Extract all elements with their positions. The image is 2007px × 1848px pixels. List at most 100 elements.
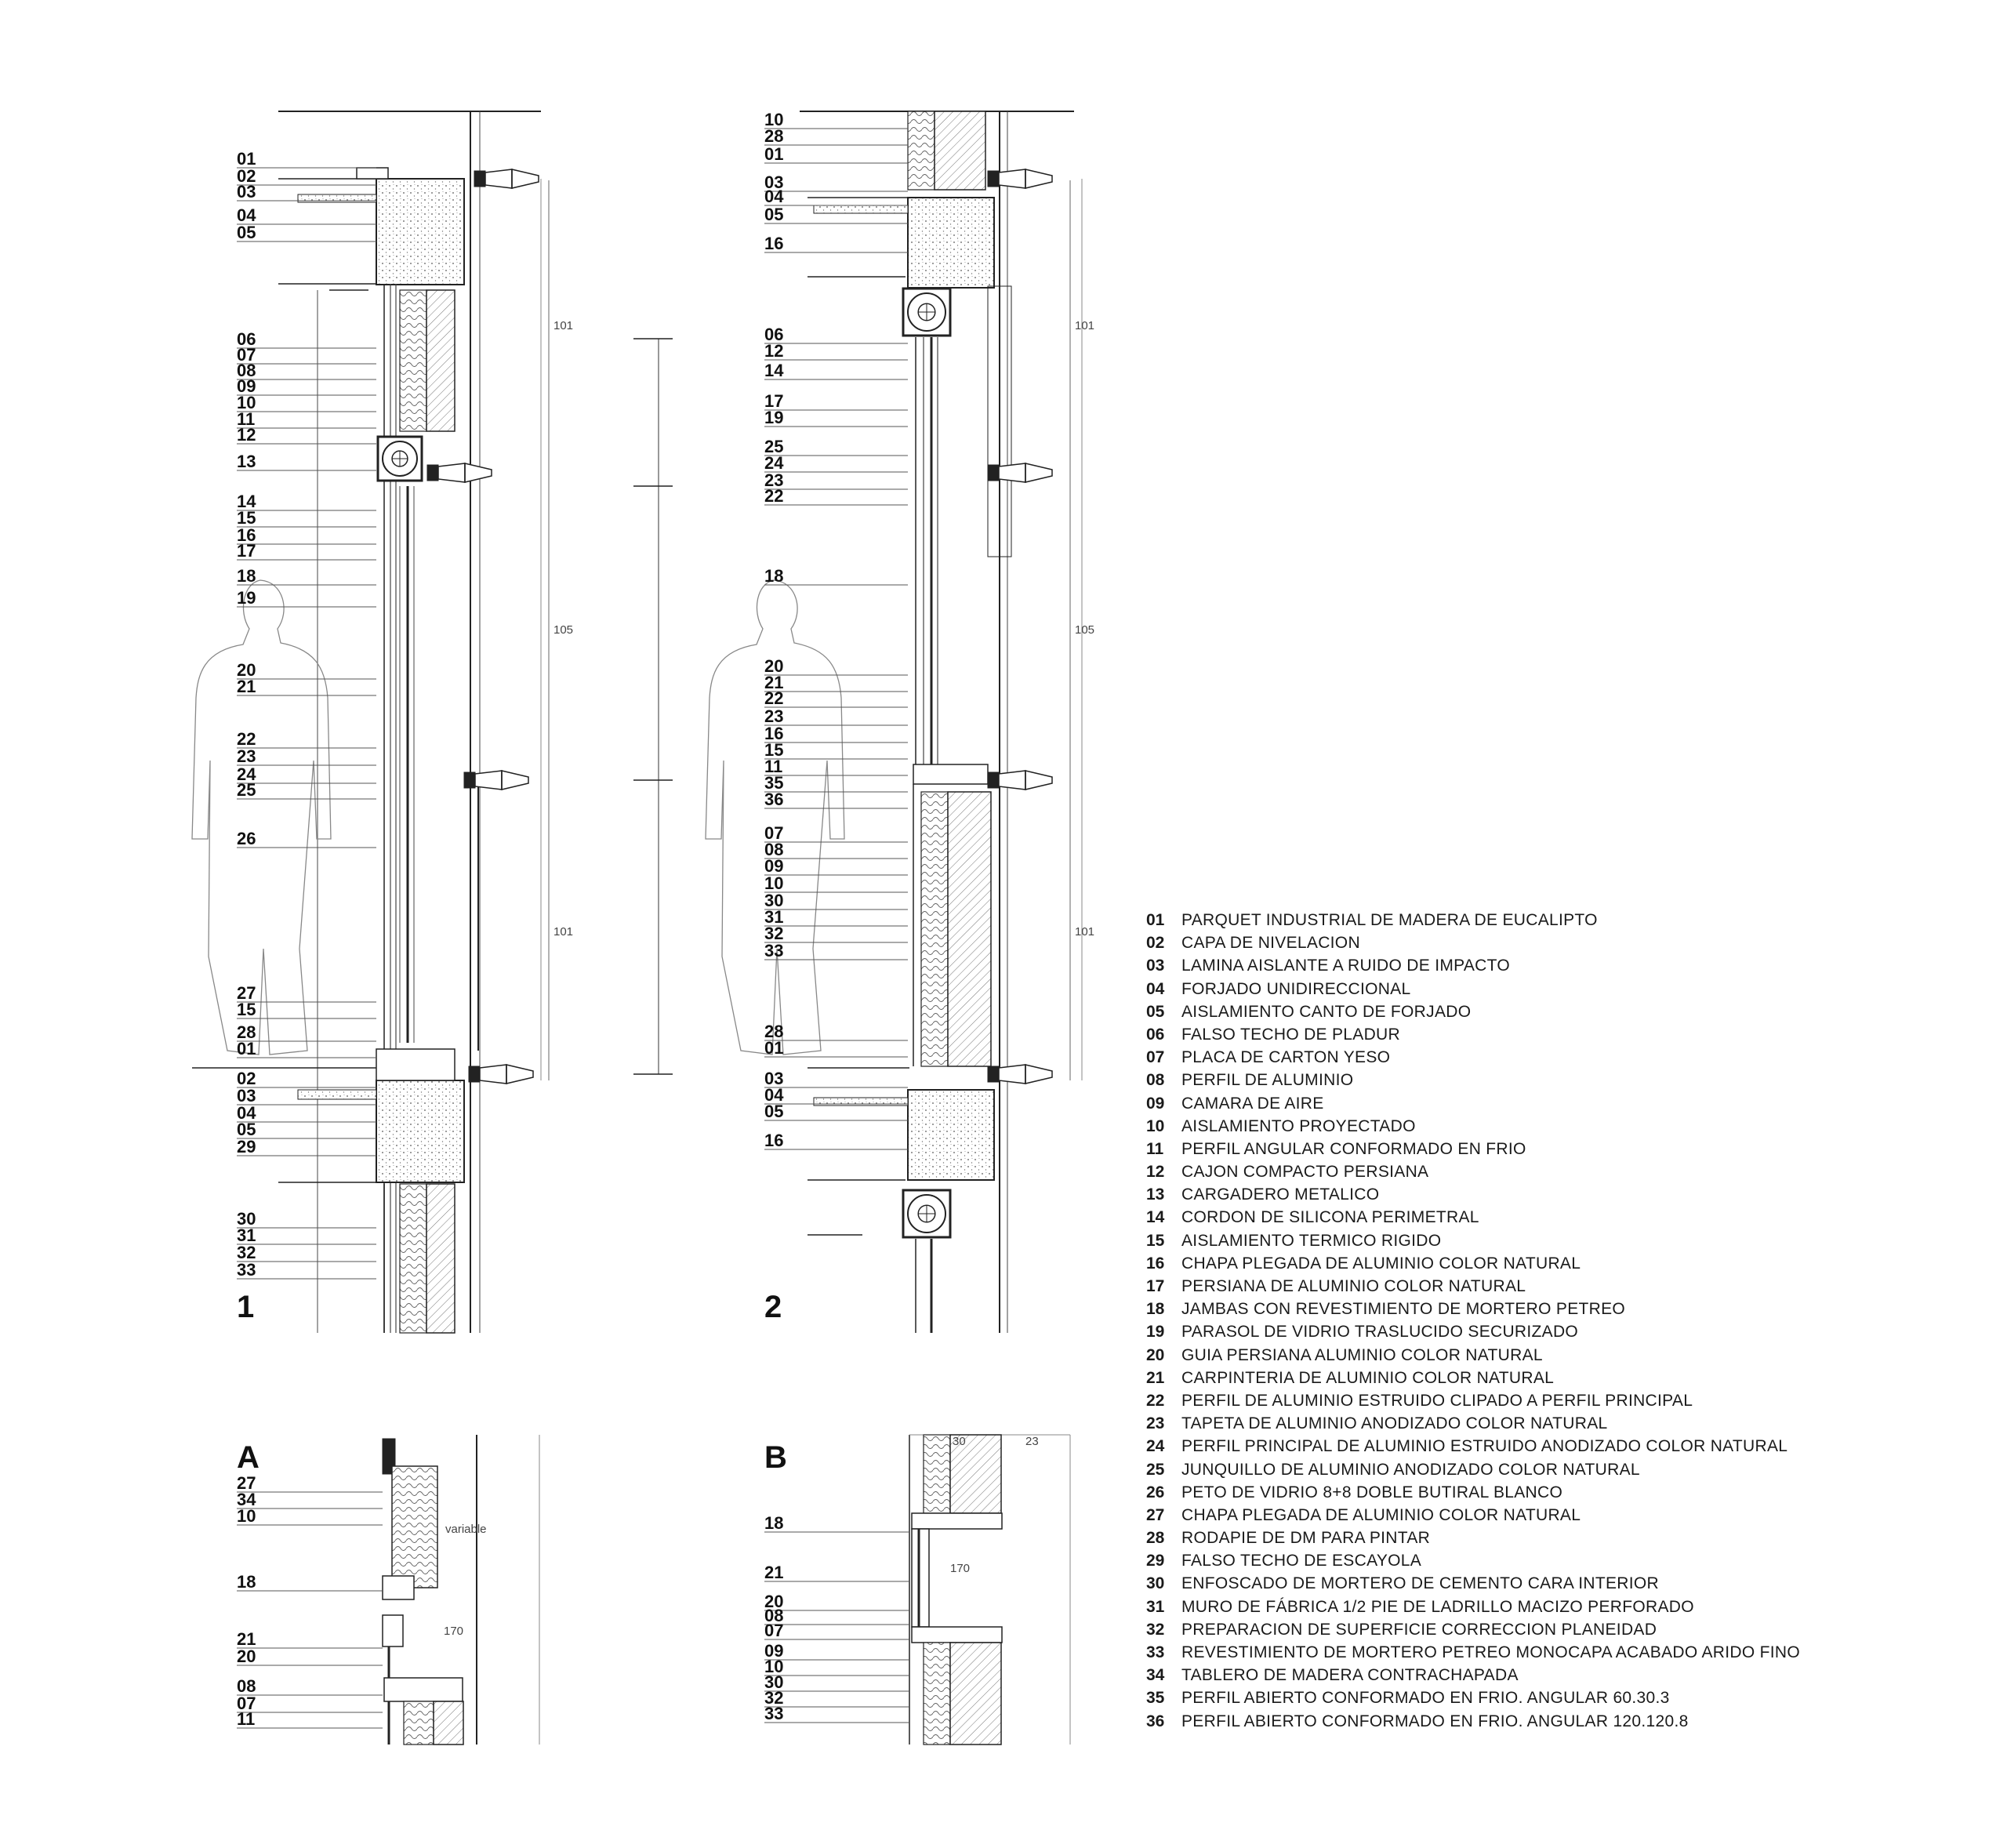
callout-number: 25 xyxy=(237,780,256,800)
legend-item-text: RODAPIE DE DM PARA PINTAR xyxy=(1181,1529,1431,1548)
callout-number: 18 xyxy=(764,1513,783,1533)
callout-number: 15 xyxy=(237,1000,256,1019)
legend-item-text: PERFIL PRINCIPAL DE ALUMINIO ESTRUIDO AN… xyxy=(1181,1437,1788,1456)
callout-number: 23 xyxy=(237,746,256,766)
masonry-wall xyxy=(947,791,992,1067)
callout-number: 04 xyxy=(237,205,256,225)
callout-number: 16 xyxy=(764,724,783,743)
callout-number: 30 xyxy=(237,1209,256,1229)
dimension-value: 101 xyxy=(553,319,573,332)
legend-item-text: PERSIANA DE ALUMINIO COLOR NATURAL xyxy=(1181,1277,1526,1295)
callout-number: 07 xyxy=(764,823,783,843)
bracket-body xyxy=(437,463,466,483)
masonry-wall xyxy=(433,1701,464,1745)
legend-item-number: 28 xyxy=(1146,1529,1165,1548)
legend-item-number: 18 xyxy=(1146,1300,1165,1319)
insulation-layer xyxy=(399,1183,427,1334)
louvre-blade xyxy=(1025,463,1053,483)
legend-item-number: 14 xyxy=(1146,1208,1165,1227)
dimension-value: 105 xyxy=(1075,623,1094,637)
legend-item-text: PERFIL ANGULAR CONFORMADO EN FRIO xyxy=(1181,1139,1526,1158)
callout-number: 24 xyxy=(237,764,256,784)
legend-item-text: PARASOL DE VIDRIO TRASLUCIDO SECURIZADO xyxy=(1181,1323,1579,1342)
legend-item-number: 32 xyxy=(1146,1620,1165,1639)
callout-number: 18 xyxy=(237,1572,256,1592)
section-number-2: 2 xyxy=(764,1290,782,1324)
bracket-body xyxy=(485,169,513,189)
callout-number: 11 xyxy=(237,1709,255,1729)
insulation-layer xyxy=(923,1434,951,1514)
callout-number: 01 xyxy=(764,1038,783,1058)
callout-number: 01 xyxy=(237,1039,256,1058)
callout-number: 33 xyxy=(764,1704,783,1723)
callout-number: 20 xyxy=(237,660,256,680)
callout-number: 28 xyxy=(764,126,783,146)
bracket-body xyxy=(998,169,1026,189)
leveling-layer xyxy=(813,1097,909,1106)
masonry-wall xyxy=(949,1642,1002,1745)
callout-number: 22 xyxy=(764,688,783,708)
legend-item-text: PLACA DE CARTON YESO xyxy=(1181,1048,1391,1067)
legend-item: 28 RODAPIE DE DM PARA PINTAR xyxy=(1146,1527,1993,1549)
callout-number: 32 xyxy=(237,1243,256,1262)
callout-number: 20 xyxy=(237,1646,256,1666)
legend-item-number: 24 xyxy=(1146,1437,1165,1456)
callout-number: 31 xyxy=(764,907,783,927)
legend-item-number: 34 xyxy=(1146,1666,1165,1685)
skirting xyxy=(356,167,389,180)
legend-item-number: 05 xyxy=(1146,1002,1165,1021)
legend-item-number: 02 xyxy=(1146,934,1165,953)
insulation-layer xyxy=(399,289,427,432)
legend-item-text: PREPARACION DE SUPERFICIE CORRECCION PLA… xyxy=(1181,1620,1657,1639)
callout-number: 08 xyxy=(237,1676,256,1696)
callout-number: 12 xyxy=(237,425,256,445)
height-dimension-chain xyxy=(633,338,673,1075)
bracket-clip xyxy=(468,1066,481,1083)
window-frame xyxy=(911,1528,930,1628)
dimension-value: 105 xyxy=(553,623,573,637)
callout-number: 06 xyxy=(764,325,783,344)
callout-number: 18 xyxy=(237,566,256,586)
callout-number: 16 xyxy=(237,525,256,545)
callout-number: 14 xyxy=(764,361,784,380)
bracket-clip xyxy=(463,772,476,789)
callout-number: 09 xyxy=(764,856,783,876)
legend-item-text: CAJON COMPACTO PERSIANA xyxy=(1181,1163,1429,1182)
callout-number: 19 xyxy=(764,408,783,427)
callout-number: 35 xyxy=(764,773,783,793)
callout-number: 34 xyxy=(237,1490,256,1509)
bracket-clip xyxy=(426,464,439,481)
callout-number: 21 xyxy=(237,677,256,696)
bracket-body xyxy=(998,463,1026,483)
section-2: 1028010304051606121417192524232218202122… xyxy=(705,110,1094,1333)
bracket-body xyxy=(998,1064,1026,1084)
insulation-layer xyxy=(920,791,949,1067)
plywood-board xyxy=(391,1465,438,1588)
legend-item-text: FALSO TECHO DE ESCAYOLA xyxy=(1181,1552,1422,1570)
callout-number: 11 xyxy=(237,409,255,429)
callout-number: 04 xyxy=(237,1103,256,1123)
legend-item: 32 PREPARACION DE SUPERFICIE CORRECCION P… xyxy=(1146,1618,1993,1641)
callout-number: 19 xyxy=(237,588,256,608)
legend-item-text: CAMARA DE AIRE xyxy=(1181,1094,1324,1113)
callout-number: 23 xyxy=(764,706,783,726)
legend-item-number: 27 xyxy=(1146,1505,1165,1524)
floor-build-up xyxy=(376,1048,455,1081)
insulation-layer xyxy=(907,111,935,191)
callout-number: 11 xyxy=(764,757,782,776)
callout-number: 20 xyxy=(764,656,783,676)
